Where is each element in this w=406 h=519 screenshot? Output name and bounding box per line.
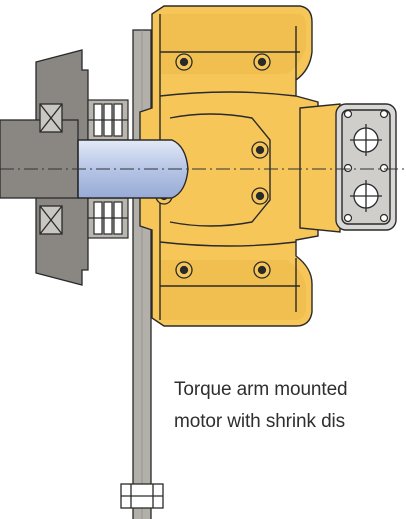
valve-block-ports (350, 124, 382, 212)
caption-line-2: motor with shrink dis (174, 411, 346, 432)
caption-line-1: Torque arm mounted (174, 379, 348, 400)
bearing-bottom (39, 205, 63, 235)
shrink-disc (87, 99, 129, 239)
valve-block-bolts (343, 109, 389, 223)
torque-arm-anchor (120, 483, 164, 509)
torque-arm (132, 29, 152, 519)
machine-frame (0, 49, 89, 286)
bearing-top (39, 103, 63, 133)
